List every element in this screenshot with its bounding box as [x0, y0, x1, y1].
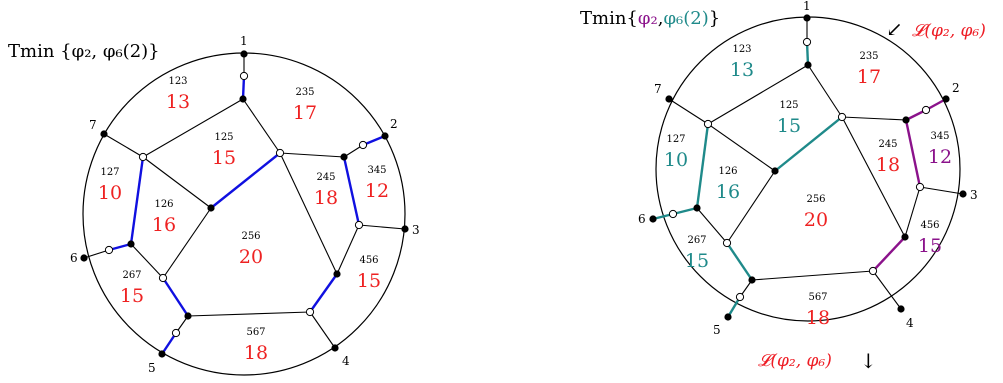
right-diagram: Tmin{φ₂,φ₆(2)} ↙ 𝓛(φ₂, φ₆): [580, 0, 986, 373]
left-face-127-value: 10: [98, 182, 122, 204]
right-title-suffix: }: [709, 8, 720, 29]
right-vertex-label-3: 3: [970, 188, 978, 202]
right-face-126-triple: 126: [718, 166, 737, 177]
right-vertex-label-5: 5: [713, 323, 721, 337]
right-title: Tmin{φ₂,φ₆(2)}: [580, 8, 720, 29]
right-title-phi2: φ₂: [638, 8, 658, 29]
right-face-123-value: 13: [730, 59, 754, 81]
left-face-456-value: 15: [357, 270, 381, 292]
right-face-labels: 123 13 235 17 125 15 127 10 245 18 345 1…: [664, 44, 952, 329]
left-face-125-triple: 125: [214, 132, 233, 143]
left-vertex-label-7: 7: [89, 118, 97, 132]
right-face-235-value: 17: [857, 66, 881, 88]
left-vertex-label-3: 3: [412, 223, 420, 237]
right-face-125-value: 15: [777, 115, 801, 137]
left-blue-edges: [108, 75, 386, 355]
left-face-267-value: 15: [120, 285, 144, 307]
left-title: Tmin {φ₂, φ₆(2)}: [8, 41, 160, 62]
left-face-345-value: 12: [365, 180, 389, 202]
right-face-123-triple: 123: [732, 44, 751, 55]
right-vertex-label-7: 7: [654, 82, 662, 96]
left-face-125-value: 15: [212, 147, 236, 169]
left-face-345-triple: 345: [367, 165, 386, 176]
left-face-235-triple: 235: [295, 87, 314, 98]
right-face-456-triple: 456: [920, 220, 939, 231]
right-face-267-triple: 267: [687, 235, 706, 246]
right-black-nodes: [649, 14, 967, 321]
left-face-256-value: 20: [239, 246, 263, 268]
right-face-125-triple: 125: [779, 100, 798, 111]
right-vertex-label-1: 1: [803, 0, 811, 13]
right-face-245-triple: 245: [878, 139, 897, 150]
right-face-567-value: 18: [806, 307, 830, 329]
right-vertex-label-4: 4: [906, 316, 914, 330]
left-diagram: Tmin {φ₂, φ₆(2)}: [8, 34, 420, 376]
right-face-345-value: 12: [928, 146, 952, 168]
right-title-phi6: φ₆(2): [663, 8, 708, 29]
right-face-127-triple: 127: [666, 134, 685, 145]
left-vertex-label-4: 4: [342, 354, 350, 368]
left-face-126-value: 16: [152, 214, 176, 236]
right-face-456-value: 15: [918, 235, 942, 257]
left-face-235-value: 17: [293, 102, 317, 124]
right-vertex-label-6: 6: [638, 212, 646, 226]
top-arrow-icon: ↙: [886, 17, 903, 41]
right-top-label: 𝓛(φ₂, φ₆): [912, 21, 986, 41]
right-face-267-value: 15: [685, 250, 709, 272]
right-face-245-value: 18: [876, 154, 900, 176]
bottom-arrow-icon: ↓: [860, 349, 877, 373]
right-face-126-value: 16: [716, 181, 740, 203]
left-white-nodes: [104, 71, 368, 338]
right-face-256-triple: 256: [806, 194, 825, 205]
right-title-sep: ,: [658, 8, 664, 29]
left-face-567-value: 18: [244, 342, 268, 364]
left-face-456-triple: 456: [359, 255, 378, 266]
right-face-235-triple: 235: [859, 51, 878, 62]
left-face-126-triple: 126: [154, 199, 173, 210]
left-face-labels: 123 13 235 17 125 15 127 10 126 16 245 1…: [98, 76, 389, 364]
right-face-345-triple: 345: [930, 131, 949, 142]
right-face-127-value: 10: [664, 149, 688, 171]
left-face-245-value: 18: [314, 187, 338, 209]
left-face-256-triple: 256: [241, 231, 260, 242]
left-face-123-triple: 123: [168, 76, 187, 87]
right-face-256-value: 20: [804, 209, 828, 231]
left-vertex-label-6: 6: [70, 251, 78, 265]
left-black-nodes: [80, 50, 409, 358]
left-face-267-triple: 267: [122, 270, 141, 281]
left-face-127-triple: 127: [100, 167, 119, 178]
right-face-567-triple: 567: [808, 292, 827, 303]
right-vertex-label-2: 2: [952, 81, 960, 95]
right-bottom-label: 𝓛(φ₂, φ₆): [758, 351, 832, 371]
left-vertex-label-2: 2: [390, 117, 398, 131]
left-face-567-triple: 567: [246, 327, 265, 338]
left-vertex-label-5: 5: [148, 361, 156, 375]
left-vertex-label-1: 1: [240, 34, 248, 48]
right-title-prefix: Tmin{: [580, 8, 638, 29]
left-face-245-triple: 245: [316, 172, 335, 183]
left-face-123-value: 13: [166, 91, 190, 113]
right-white-nodes: [668, 37, 931, 302]
